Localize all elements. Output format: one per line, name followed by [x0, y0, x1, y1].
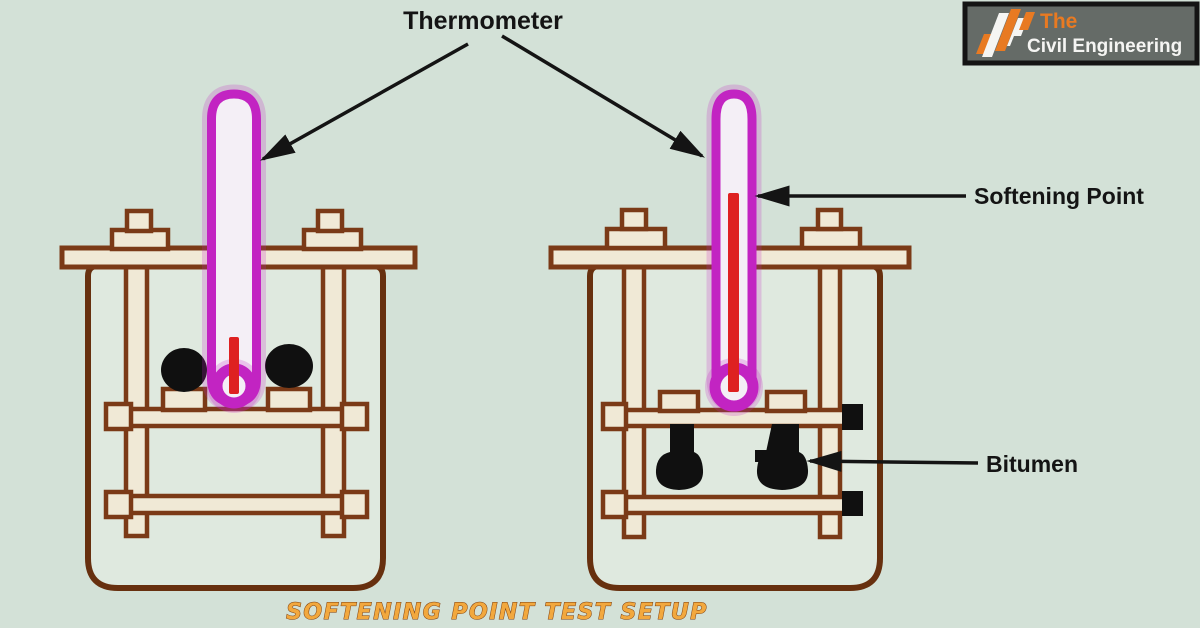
mercury-column — [728, 193, 739, 392]
bitumen-drip-icon — [756, 424, 809, 490]
figure-caption: SOFTENING POINT TEST SETUP — [286, 600, 708, 625]
brass-ring-icon — [657, 389, 701, 414]
logo-text-civil-engineering: Civil Engineering — [1027, 36, 1182, 57]
thermometer-arrow-left — [259, 42, 469, 161]
right-apparatus — [548, 84, 912, 591]
bolt-icon — [619, 207, 649, 232]
logo-stripes-icon — [976, 9, 1035, 57]
brand-logo: The Civil Engineering — [962, 1, 1200, 66]
bolt-icon — [124, 208, 154, 234]
bolt-icon — [604, 226, 668, 251]
bottom-plate — [602, 494, 860, 516]
plate-tab-icon — [600, 489, 629, 520]
bolt-icon — [315, 208, 345, 234]
thermometer-label: Thermometer — [403, 7, 563, 35]
thermometer-left — [202, 84, 266, 413]
plate-tab-icon — [103, 489, 134, 520]
brass-ring-icon — [764, 389, 808, 414]
bolt-icon — [799, 226, 863, 251]
steel-ball-icon — [265, 344, 313, 388]
plate-tab-icon — [842, 491, 863, 516]
bolt-icon — [815, 207, 844, 232]
left-apparatus — [59, 84, 418, 591]
bitumen-drip-icon — [655, 424, 704, 490]
thermometer-arrow-right — [501, 34, 706, 158]
plate-tab-icon — [103, 401, 134, 432]
brass-ring-icon — [160, 386, 208, 413]
brass-ring-icon — [265, 386, 313, 413]
steel-ball-icon — [161, 348, 207, 392]
bitumen-label: Bitumen — [986, 451, 1078, 477]
plate-tab-icon — [339, 489, 370, 520]
thermometer-right — [705, 84, 763, 416]
plate-tab-icon — [339, 401, 370, 432]
bitumen-arrow — [806, 450, 979, 472]
softening-point-label: Softening Point — [974, 183, 1144, 209]
logo-text-the: The — [1040, 10, 1077, 33]
bottom-plate — [106, 493, 368, 516]
plate-tab-icon — [600, 401, 629, 432]
plate-tab-icon — [842, 404, 863, 430]
mercury-column — [229, 337, 239, 394]
